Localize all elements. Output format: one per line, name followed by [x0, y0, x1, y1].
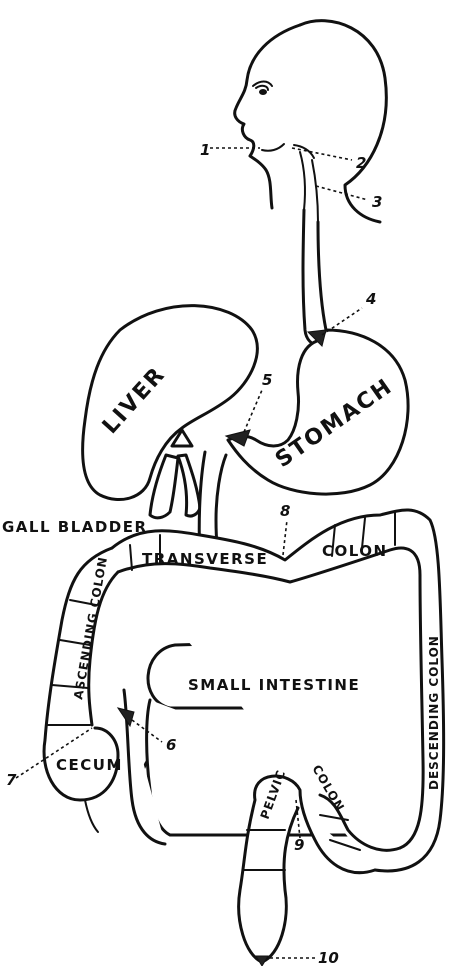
label-descending-colon: DESCENDING COLON — [427, 635, 441, 790]
callout-7: 7 — [6, 771, 17, 789]
label-transverse: TRANSVERSE — [142, 550, 268, 568]
label-gall-bladder: GALL BLADDER — [2, 518, 148, 536]
callout-4: 4 — [365, 290, 376, 308]
callout-8: 8 — [280, 502, 290, 520]
callout-2: 2 — [356, 154, 366, 172]
callout-3: 3 — [372, 193, 382, 211]
callout-1: 1 — [200, 141, 210, 159]
callout-9: 9 — [294, 836, 304, 854]
callout-10: 10 — [318, 949, 339, 966]
callout-6: 6 — [166, 736, 176, 754]
head — [235, 21, 387, 222]
callout-5: 5 — [262, 371, 272, 389]
label-cecum: CECUM — [56, 756, 123, 774]
esophagus — [303, 210, 326, 346]
label-small-intestine: SMALL INTESTINE — [188, 676, 360, 694]
label-colon-upper: COLON — [322, 542, 388, 560]
gall-bladder — [150, 455, 200, 518]
